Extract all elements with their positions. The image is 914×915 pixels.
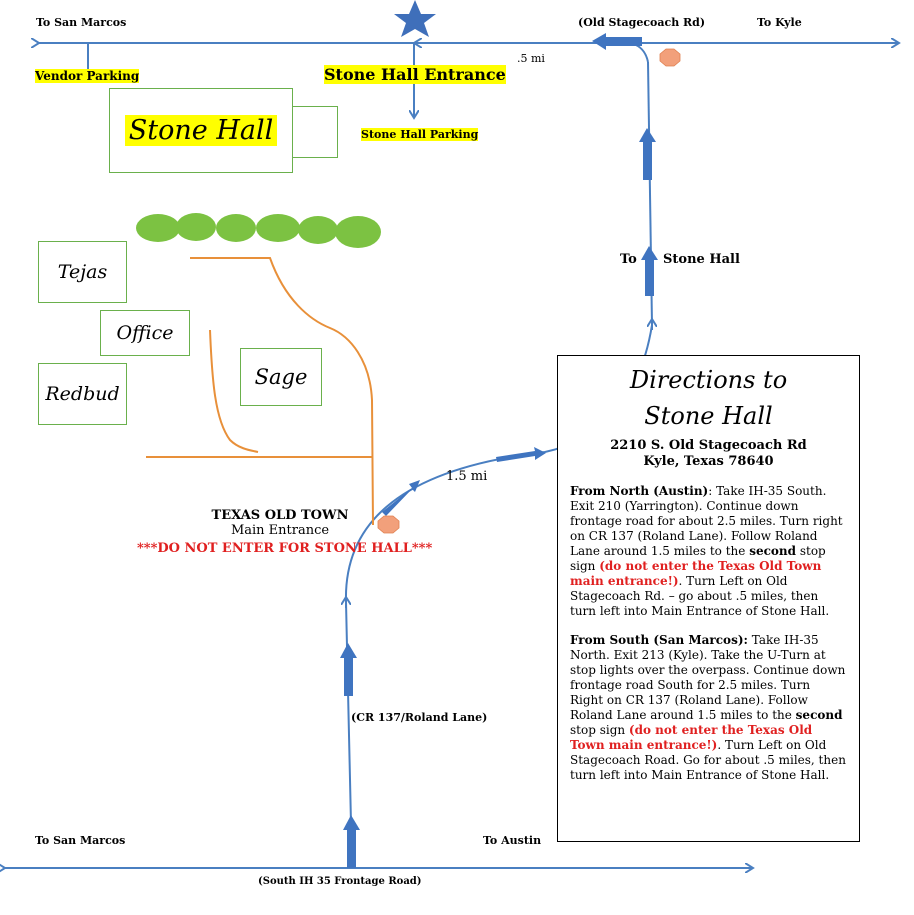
path-inner	[209, 329, 259, 453]
arrow-stagecoach-west-head	[592, 33, 606, 50]
directions-from-south: From South (San Marcos): Take IH-35 Nort…	[570, 633, 847, 783]
arrow-stagecoach-up-head	[639, 128, 656, 142]
office-building: Office	[100, 310, 190, 356]
arrow-stagecoach-up-shaft	[643, 140, 652, 180]
directions-from-north: From North (Austin): Take IH-35 South. E…	[570, 484, 847, 619]
north-warning: (do not enter the Texas Old Town main en…	[570, 559, 822, 588]
tree-icon	[298, 216, 338, 244]
redbud-building: Redbud	[38, 363, 127, 425]
to-label: To	[620, 252, 637, 267]
arrow-to-stone-hall-shaft	[645, 258, 654, 296]
directions-address: 2210 S. Old Stagecoach Rd Kyle, Texas 78…	[570, 438, 847, 470]
top-road-west-label: To San Marcos	[36, 16, 127, 29]
old-town-paths	[146, 257, 374, 526]
stone-hall-parking-label: Stone Hall Parking	[361, 128, 479, 141]
directions-title-line2: Stone Hall	[644, 402, 773, 430]
sage-name: Sage	[254, 365, 308, 389]
stop-sign-icon	[377, 515, 400, 534]
address-street: 2210 S. Old Stagecoach Rd	[610, 438, 807, 453]
tree-icon	[256, 214, 300, 242]
north-bold: second	[749, 544, 797, 558]
tree-line	[136, 213, 381, 248]
tejas-name: Tejas	[57, 261, 108, 283]
texas-old-town-subtitle: Main Entrance	[230, 523, 330, 538]
north-text-1: : Take IH-35 South. Exit 210 (Yarrington…	[570, 484, 843, 558]
arrow-roland-up-shaft	[344, 656, 353, 696]
bottom-road-east-label: To Austin	[483, 834, 542, 847]
office-name: Office	[116, 322, 174, 344]
directions-title-line1: Directions to	[629, 366, 788, 394]
south-warning: (do not enter the Texas Old Town main en…	[570, 723, 813, 752]
north-heading: From North (Austin)	[570, 484, 709, 498]
stop-sign-icon	[659, 48, 681, 67]
north-text-2: stop sign	[570, 544, 826, 573]
roland-lane	[344, 451, 546, 869]
south-text-3: . Turn Left on Old Stagecoach Road. Go f…	[570, 738, 846, 782]
address-city: Kyle, Texas 78640	[643, 454, 774, 469]
star-icon	[394, 0, 436, 37]
redbud-name: Redbud	[45, 383, 120, 405]
stone-hall-annex	[292, 106, 338, 158]
south-heading: From South (San Marcos):	[570, 633, 748, 647]
direction-arrows	[340, 33, 658, 868]
roland-lane-label: (CR 137/Roland Lane)	[351, 711, 488, 724]
arrow-roland-up-head	[340, 643, 357, 658]
arrow-frontage-up-shaft	[347, 828, 356, 868]
south-text-2: stop sign	[570, 723, 629, 737]
tree-icon	[136, 214, 180, 242]
path-north	[190, 257, 374, 526]
tree-icon	[216, 214, 256, 242]
tree-icon	[176, 213, 216, 241]
vendor-parking-label: Vendor Parking	[35, 69, 140, 83]
arrow-roland-diag	[382, 480, 420, 516]
roland-distance-label: 1.5 mi	[446, 469, 488, 484]
stone-hall-entrance-label: Stone Hall Entrance	[324, 65, 506, 84]
tree-icon	[335, 216, 381, 248]
arrow-to-stone-hall-head	[641, 246, 658, 260]
stone-hall-building: Stone Hall	[109, 88, 293, 173]
texas-old-town-title: TEXAS OLD TOWN	[211, 508, 349, 523]
top-road-east-label: To Kyle	[757, 16, 802, 29]
top-road-distance: .5 mi	[517, 52, 545, 65]
stone-hall-name: Stone Hall	[124, 115, 278, 146]
tejas-building: Tejas	[38, 241, 127, 303]
arrow-frontage-up-head	[343, 815, 360, 830]
bottom-road-name: (South IH 35 Frontage Road)	[258, 876, 422, 887]
arrow-stagecoach-west-shaft	[604, 37, 642, 46]
arrow-roland-east	[496, 447, 546, 462]
sage-building: Sage	[240, 348, 322, 406]
south-bold: second	[795, 708, 843, 722]
bottom-road-west-label: To San Marcos	[35, 834, 126, 847]
directions-panel: Directions to Stone Hall 2210 S. Old Sta…	[557, 355, 860, 842]
south-text-1: Take IH-35 North. Exit 213 (Kyle). Take …	[570, 633, 846, 722]
north-text-3: . Turn Left on Old Stagecoach Rd. – go a…	[570, 574, 830, 618]
top-road-name: (Old Stagecoach Rd)	[578, 16, 706, 29]
do-not-enter-warning: ***DO NOT ENTER FOR STONE HALL***	[137, 541, 433, 556]
texas-old-town-label: TEXAS OLD TOWN Main Entrance	[170, 508, 390, 538]
stone-hall-direction-label: Stone Hall	[663, 252, 740, 267]
